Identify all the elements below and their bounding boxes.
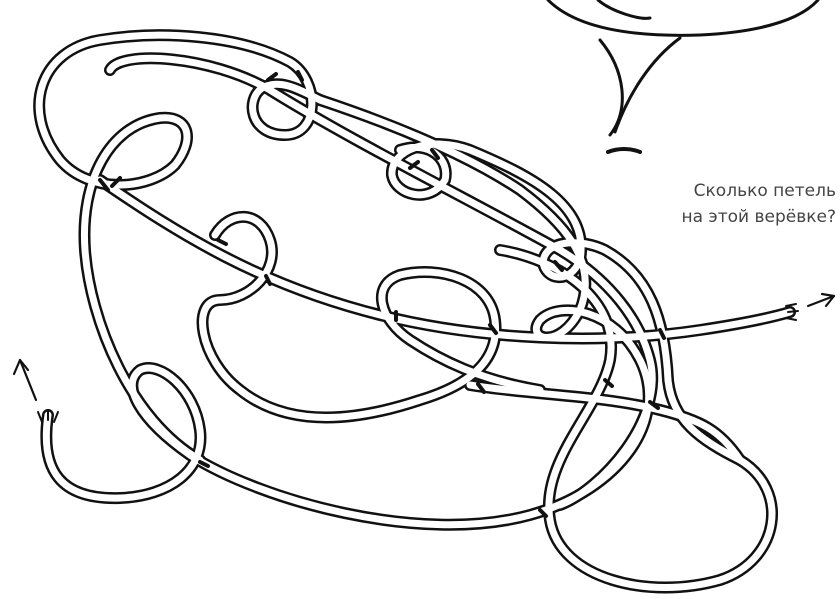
rope-end-right-arrow-icon bbox=[808, 294, 834, 306]
speech-bubble-tail bbox=[548, 0, 818, 152]
caption-line-2: на этой верёвке? bbox=[596, 204, 836, 230]
caption-line-1: Сколько петель bbox=[596, 178, 836, 204]
rope-frayed-end-left bbox=[38, 410, 58, 422]
rope bbox=[39, 35, 790, 587]
rope-end-left-arrow-icon bbox=[14, 360, 36, 400]
question-caption: Сколько петель на этой верёвке? bbox=[596, 178, 836, 230]
